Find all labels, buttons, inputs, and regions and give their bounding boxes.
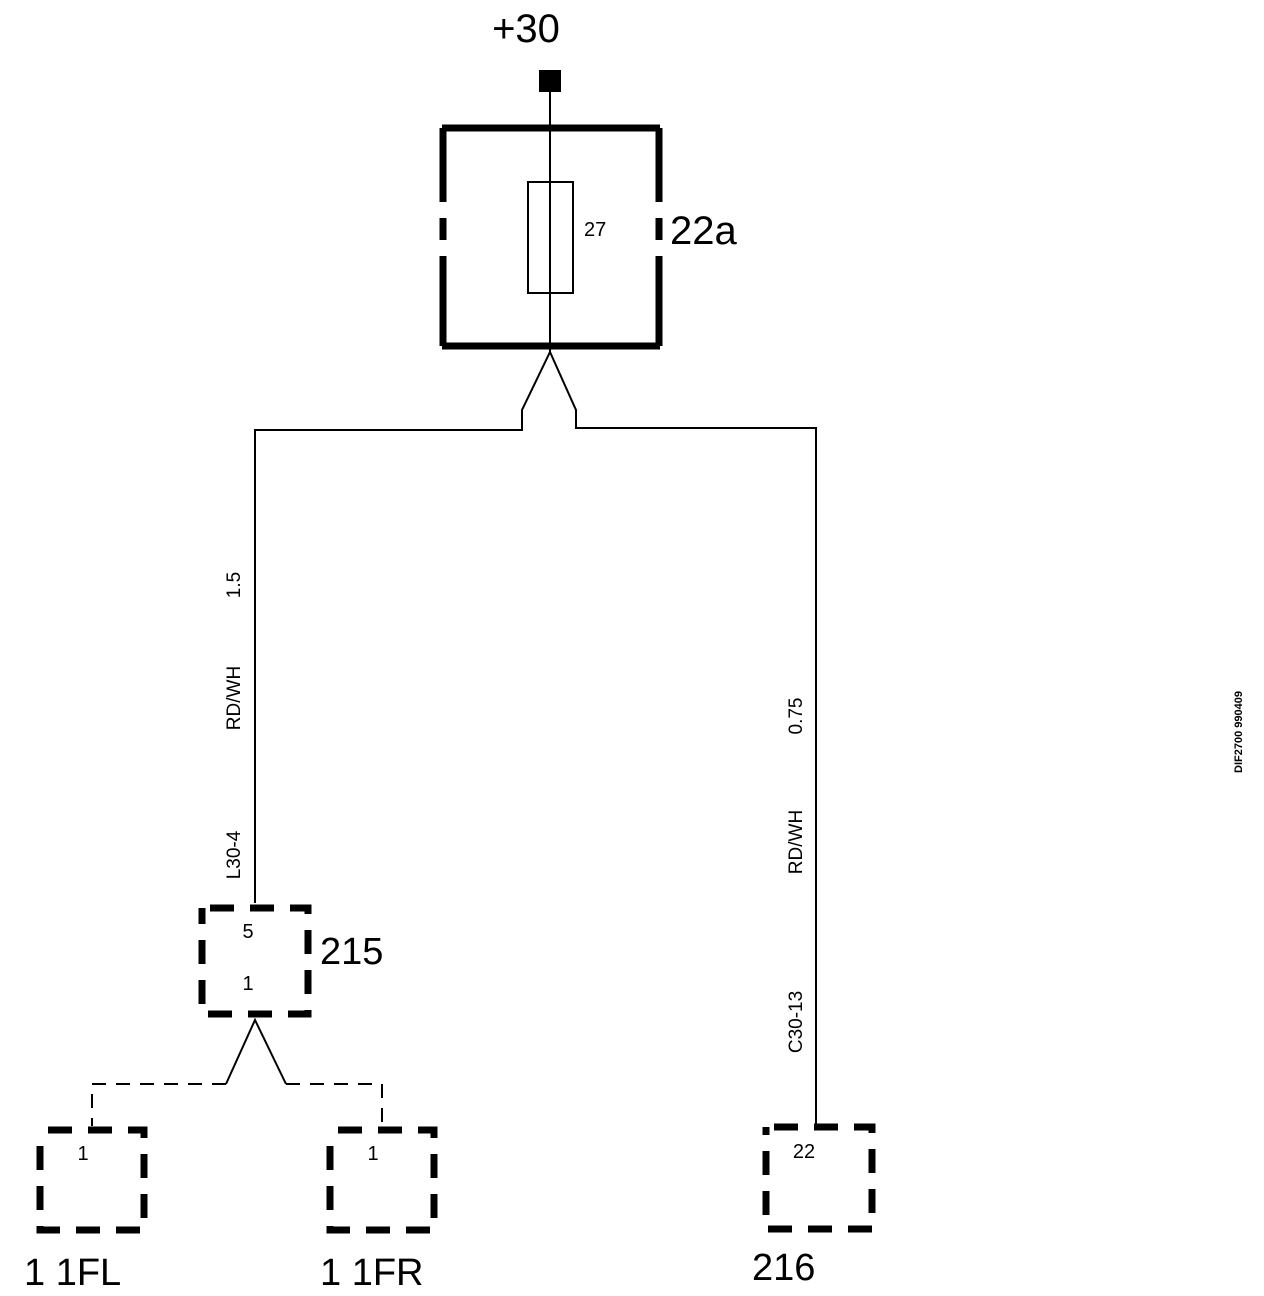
fuse-number: 27 [584,219,606,241]
connector-215-id: 215 [320,931,383,973]
drawing-code: DIF2700 990409 [1233,691,1245,773]
connector-11fl-pin: 1 [77,1143,88,1165]
connector-215-split-right [286,1083,383,1126]
right-wire-size: 0.75 [786,698,807,735]
power-terminal-label: +30 [492,7,560,51]
connector-215 [198,904,312,1018]
fuse-element [527,181,574,294]
connector-11fr-id: 1 1FR [320,1252,423,1294]
connector-11fl [36,1126,148,1234]
right-connector-pin-ref: C30-13 [786,991,807,1053]
connector-215-split-left [91,1083,226,1126]
fuse-box-id: 22a [670,209,737,253]
connector-11fr [326,1126,438,1234]
fuse-box-22a [439,124,663,350]
connector-215-pin-out: 1 [242,973,253,995]
power-terminal-node [539,70,561,92]
connector-216-pin: 22 [793,1141,815,1163]
right-wire-color: RD/WH [786,810,807,874]
connector-216 [762,1123,876,1233]
connector-215-split-solid [225,1017,287,1085]
left-splice-id: L30-4 [224,830,245,879]
connector-215-pin-in: 5 [242,921,253,943]
connector-11fr-pin: 1 [367,1143,378,1165]
connector-216-id: 216 [752,1247,815,1289]
left-wire-color: RD/WH [224,666,245,730]
fuse-output-split [254,349,817,1125]
left-wire-size: 1.5 [224,572,245,598]
connector-11fl-id: 1 1FL [24,1252,121,1294]
